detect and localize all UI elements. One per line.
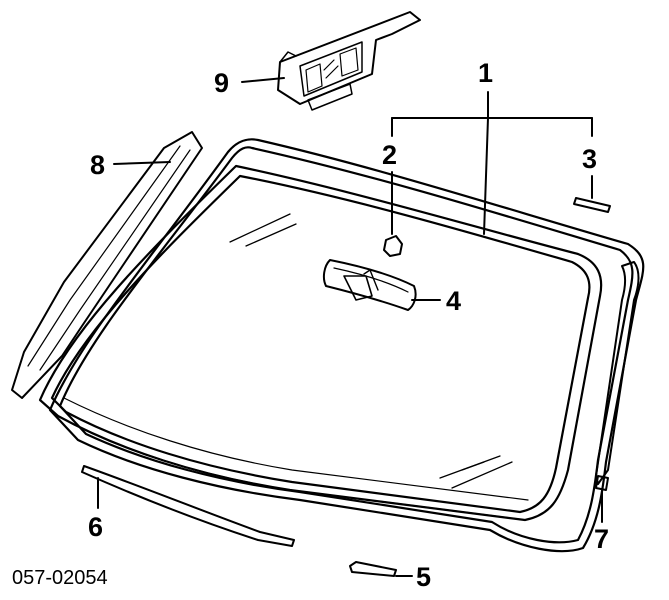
- catalog-number: 057-02054: [12, 567, 108, 589]
- lower-molding: [81, 465, 295, 547]
- spacer-strip: [573, 197, 611, 213]
- callout-4: 4: [446, 286, 462, 316]
- sun-visor: [277, 11, 421, 111]
- a-pillar-garnish: [11, 131, 203, 399]
- side-molding: [595, 261, 640, 491]
- callout-2: 2: [382, 140, 398, 170]
- bottom-spacer: [349, 561, 397, 577]
- leader-lines: [97, 77, 603, 577]
- clip: [383, 235, 403, 257]
- callout-8: 8: [90, 150, 106, 180]
- callout-7: 7: [594, 524, 610, 554]
- callout-6: 6: [88, 512, 104, 542]
- callout-1: 1: [478, 58, 494, 88]
- rear-view-mirror: [322, 259, 417, 311]
- windshield-molding: [48, 138, 645, 553]
- callout-3: 3: [582, 144, 598, 174]
- callout-9: 9: [214, 68, 230, 98]
- callout-5: 5: [416, 562, 432, 592]
- windshield-glass: [38, 164, 603, 522]
